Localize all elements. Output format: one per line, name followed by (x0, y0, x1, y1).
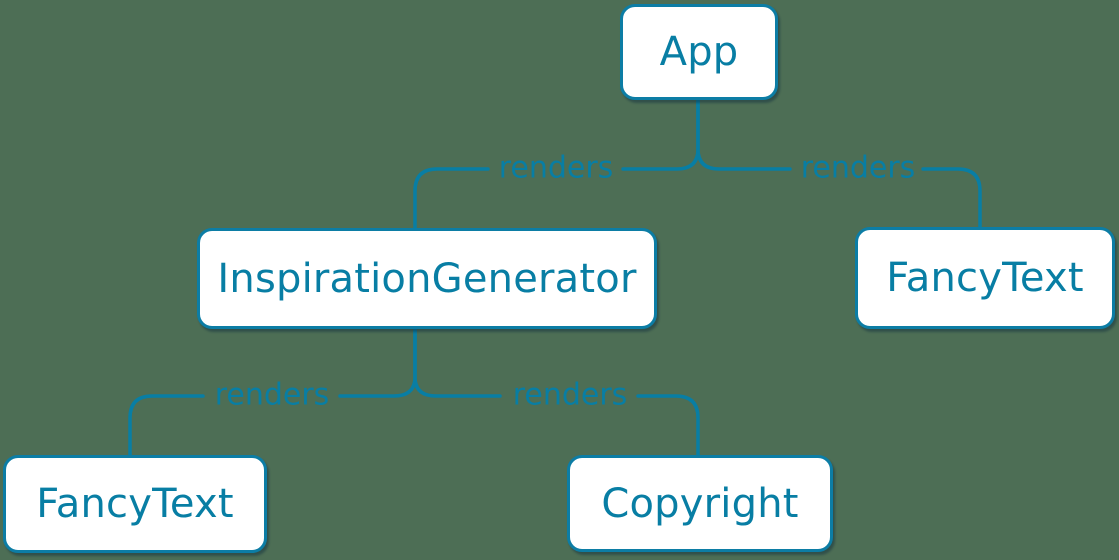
edge-inspiration-generator-to-fancy-text-elbow (128, 394, 205, 458)
node-label-fancy-text-bottom: FancyText (36, 481, 234, 527)
edge-inspiration-generator-to-fancy-text-fork (338, 328, 417, 398)
node-label-inspiration-generator: InspirationGenerator (217, 255, 637, 302)
node-label-copyright: Copyright (601, 480, 799, 527)
tree-node-fancy-text-bottom: FancyText (3, 455, 267, 553)
tree-node-inspiration-generator: InspirationGenerator (197, 228, 657, 329)
tree-node-copyright: Copyright (567, 455, 833, 552)
edge-label-renders-inspiration-generator-fancy-text: renders (214, 377, 330, 413)
edge-label-renders-app-fancy-text: renders (800, 150, 916, 186)
node-label-fancy-text-top: FancyText (886, 255, 1084, 301)
tree-node-fancy-text-top: FancyText (855, 227, 1115, 329)
edge-app-to-fancy-text-fork (696, 95, 792, 171)
edge-label-renders-app-inspiration-generator: renders (498, 150, 614, 186)
edge-app-to-inspiration-generator-elbow (413, 167, 490, 231)
tree-node-app: App (620, 4, 778, 100)
edge-label-renders-inspiration-generator-copyright: renders (512, 377, 628, 413)
edge-app-to-fancy-text-elbow (921, 167, 982, 230)
node-label-app: App (659, 29, 739, 75)
edge-inspiration-generator-to-copyright-elbow (636, 394, 700, 458)
edge-app-to-inspiration-generator-fork (621, 95, 700, 171)
edge-inspiration-generator-to-copyright-fork (413, 328, 502, 398)
